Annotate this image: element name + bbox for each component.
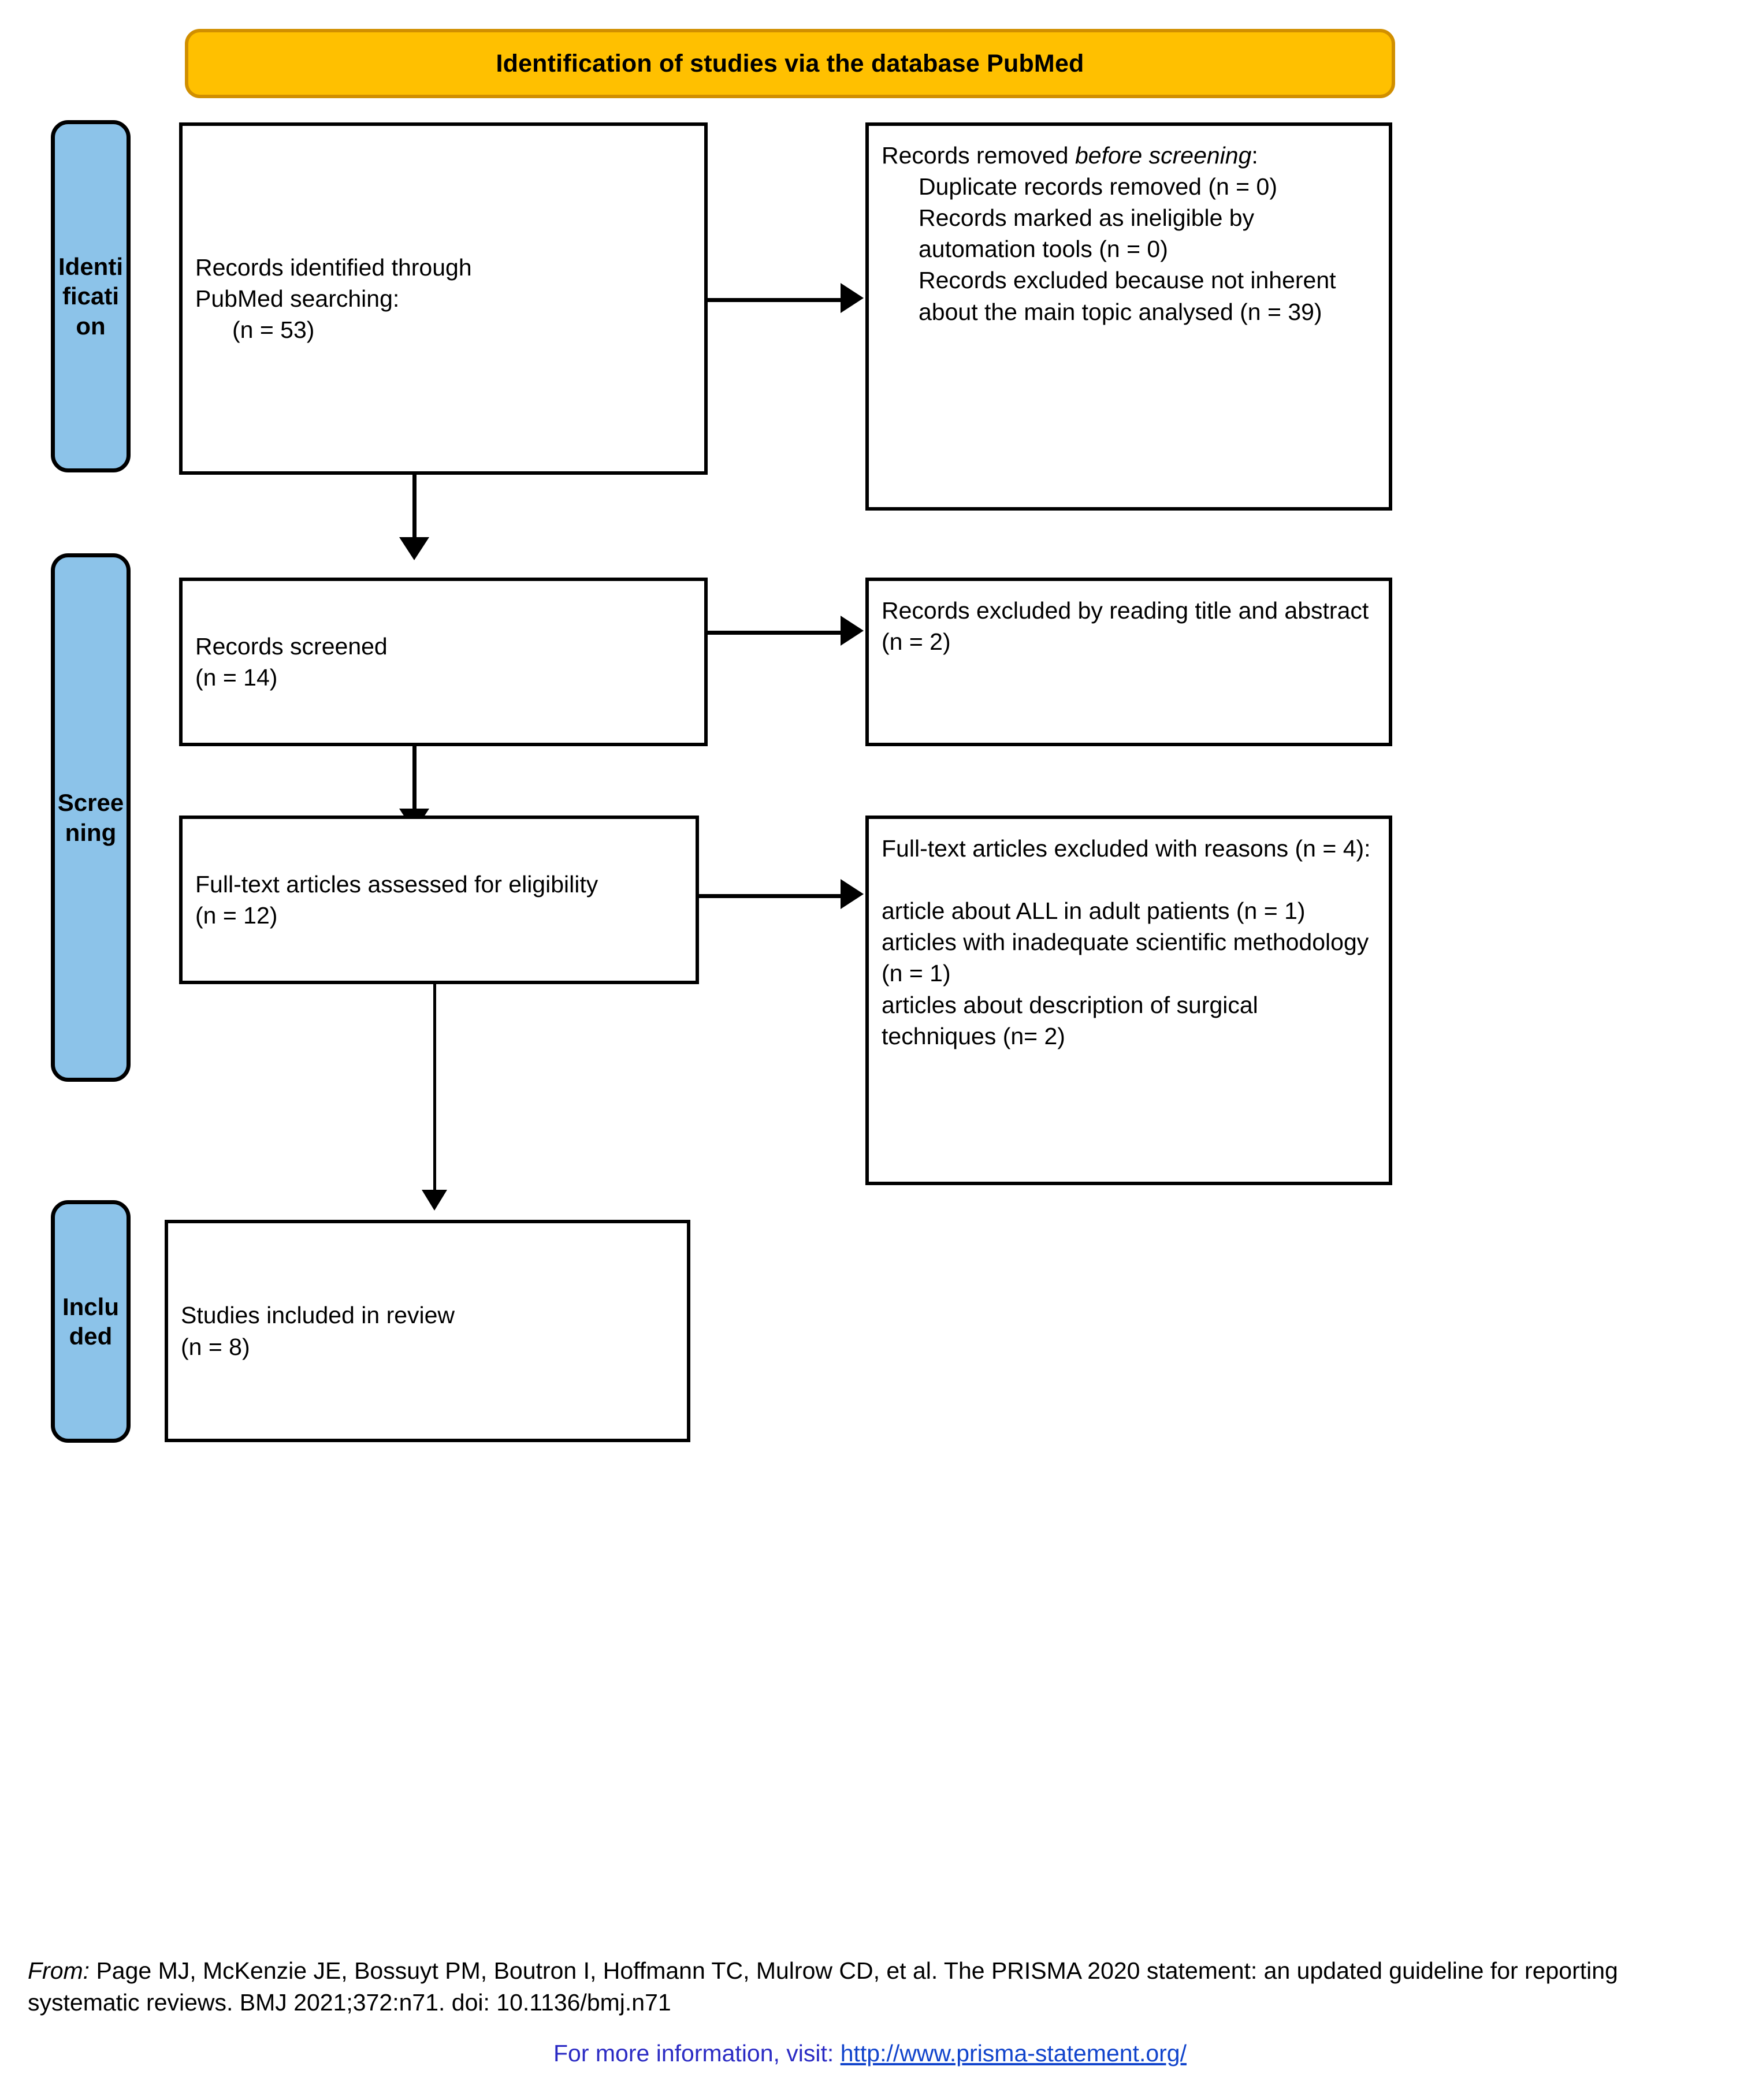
box-records-screened-text: Records screened (n = 14) <box>183 631 400 693</box>
fulltext-excluded-reason-methodology: articles with inadequate scientific meth… <box>882 929 1375 987</box>
studies-included-line1: Studies included in review <box>181 1302 455 1329</box>
box-fulltext-excluded-text: Full-text articles excluded with reasons… <box>869 819 1389 1052</box>
fulltext-excluded-line1: Full-text articles excluded with reasons… <box>882 835 1371 862</box>
box-fulltext-assessed-text: Full-text articles assessed for eligibil… <box>183 869 611 931</box>
records-excluded-count: (n = 2) <box>882 628 951 656</box>
box-records-removed: Records removed before screening: Duplic… <box>865 122 1392 511</box>
connector-identified-to-screened <box>412 475 417 543</box>
box-studies-included-text: Studies included in review (n = 8) <box>168 1300 467 1362</box>
records-removed-item-duplicates: Duplicate records removed (n = 0) <box>919 173 1277 200</box>
records-removed-item-offtopic: Records excluded because not inherent ab… <box>919 267 1343 325</box>
records-identified-line1: Records identified through <box>195 254 472 281</box>
phase-label-identification: Identification <box>51 120 131 472</box>
phase-label-included-text: Included <box>62 1293 119 1350</box>
box-records-removed-text: Records removed before screening: Duplic… <box>869 126 1389 327</box>
footer-citation: From: Page MJ, McKenzie JE, Bossuyt PM, … <box>28 1955 1715 2018</box>
footer-more-info-label: For more information, visit: <box>553 2040 834 2067</box>
records-removed-lead: Records removed before screening: <box>882 142 1258 169</box>
records-removed-item-automation: Records marked as ineligible by automati… <box>919 204 1261 263</box>
box-records-identified: Records identified through PubMed search… <box>179 122 708 475</box>
records-screened-line1: Records screened <box>195 632 388 660</box>
arrowhead-fulltext-to-included-icon <box>422 1190 447 1211</box>
stage-header-title: Identification of studies via the databa… <box>496 49 1084 77</box>
footer-more-info: For more information, visit: http://www.… <box>0 2040 1740 2067</box>
fulltext-assessed-line1: Full-text articles assessed for eligibil… <box>195 870 598 898</box>
box-fulltext-assessed: Full-text articles assessed for eligibil… <box>179 816 699 984</box>
connector-screened-to-excluded <box>708 631 842 635</box>
records-removed-lead-plain: Records removed <box>882 142 1075 169</box>
records-identified-line2: PubMed searching: <box>195 285 400 312</box>
phase-label-identification-text: Identification <box>58 253 123 340</box>
fulltext-assessed-count: (n = 12) <box>195 902 278 929</box>
phase-label-screening: Screening <box>51 553 131 1082</box>
records-removed-lead-italic: before screening <box>1075 142 1252 169</box>
studies-included-count: (n = 8) <box>181 1333 250 1360</box>
footer-from-label: From: <box>28 1957 90 1984</box>
footer-citation-text: Page MJ, McKenzie JE, Bossuyt PM, Boutro… <box>28 1957 1618 2016</box>
stage-header-identification: Identification of studies via the databa… <box>185 29 1395 98</box>
records-removed-lead-colon: : <box>1251 142 1258 169</box>
connector-fulltext-to-included <box>433 984 436 1195</box>
box-records-screened: Records screened (n = 14) <box>179 578 708 746</box>
records-screened-count: (n = 14) <box>195 664 278 691</box>
connector-fulltext-to-excluded <box>699 894 842 898</box>
box-studies-included: Studies included in review (n = 8) <box>165 1220 690 1442</box>
box-fulltext-excluded: Full-text articles excluded with reasons… <box>865 816 1392 1185</box>
fulltext-excluded-reason-adult: article about ALL in adult patients (n =… <box>882 898 1306 925</box>
connector-screened-to-fulltext <box>412 746 417 816</box>
phase-label-screening-text: Screening <box>57 789 124 846</box>
connector-identified-to-removed <box>708 298 842 302</box>
phase-label-included: Included <box>51 1200 131 1443</box>
box-records-excluded: Records excluded by reading title and ab… <box>865 578 1392 746</box>
box-records-excluded-text: Records excluded by reading title and ab… <box>869 581 1381 657</box>
arrowhead-screened-to-excluded-icon <box>841 616 864 646</box>
fulltext-excluded-reason-surgical: articles about description of surgical t… <box>882 991 1265 1049</box>
arrowhead-identified-to-screened-icon <box>399 537 429 560</box>
arrowhead-fulltext-to-excluded-icon <box>841 879 864 909</box>
arrowhead-identified-to-removed-icon <box>841 283 864 313</box>
records-excluded-line1: Records excluded by reading title and ab… <box>882 597 1369 624</box>
box-records-identified-text: Records identified through PubMed search… <box>183 252 485 345</box>
prisma-statement-link[interactable]: http://www.prisma-statement.org/ <box>840 2040 1187 2067</box>
records-identified-count: (n = 53) <box>232 317 315 344</box>
